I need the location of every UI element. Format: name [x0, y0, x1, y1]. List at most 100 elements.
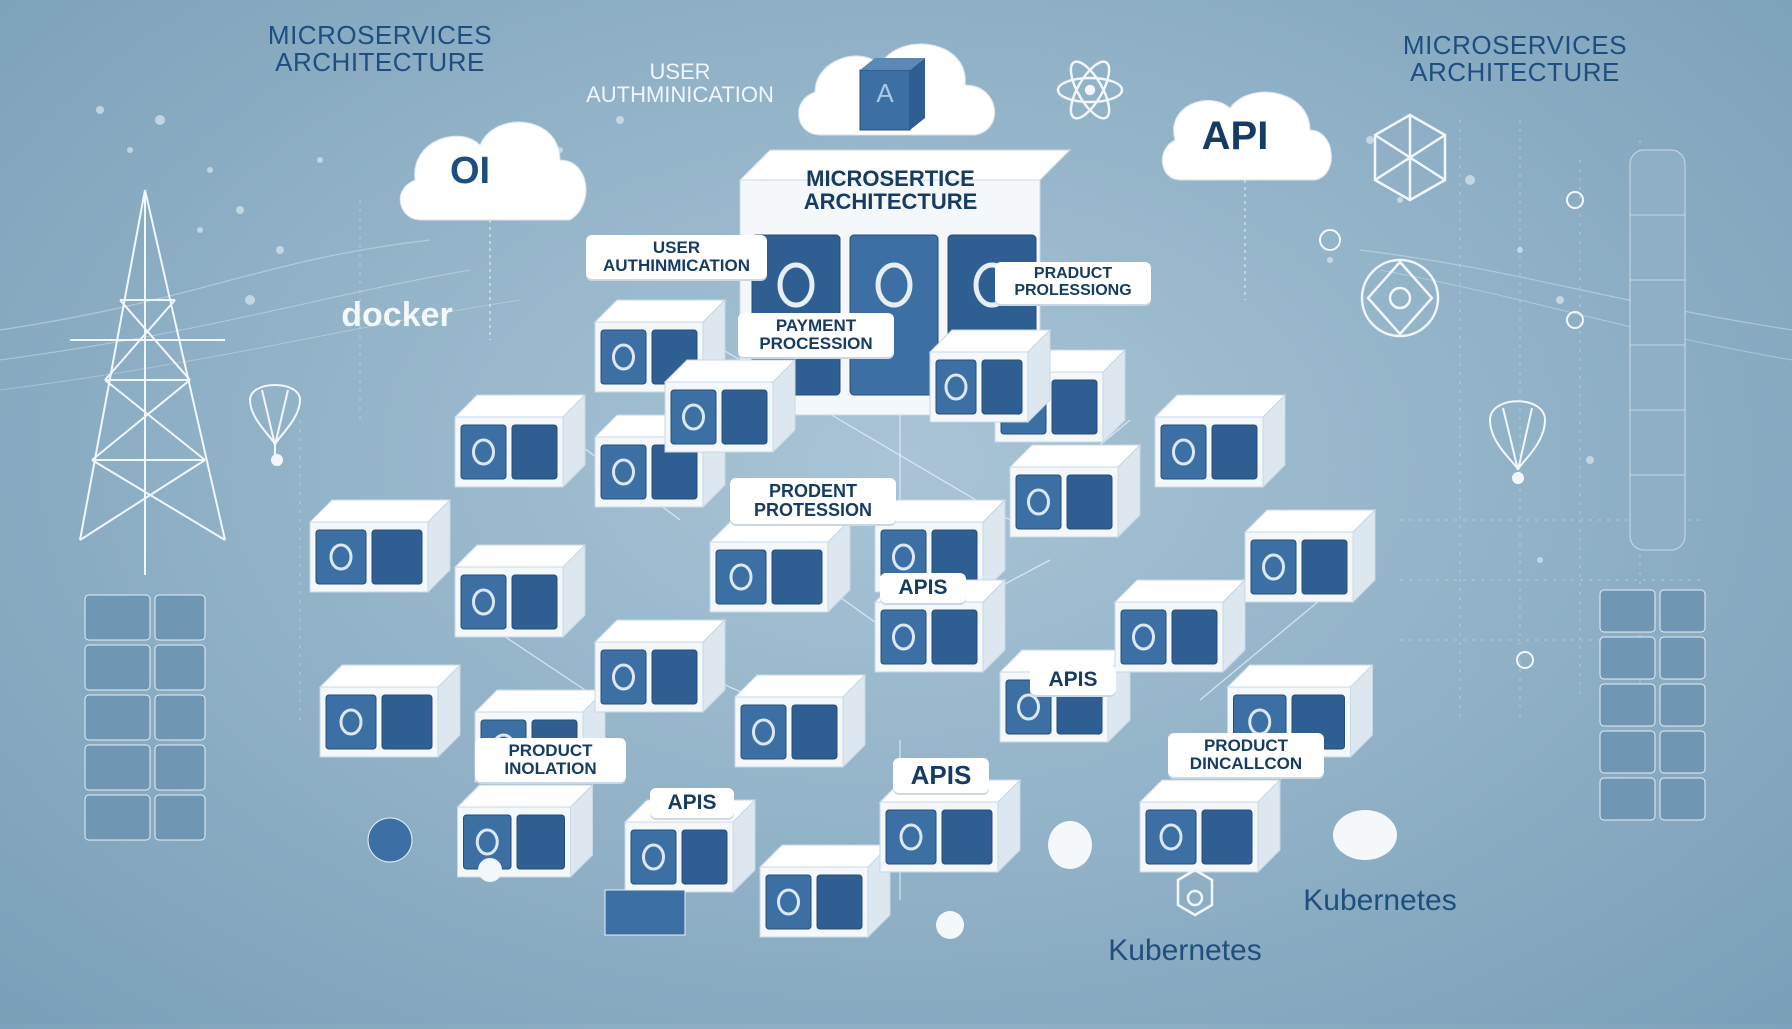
service-node-ring-icon	[1132, 623, 1155, 651]
service-node-screen	[511, 574, 558, 630]
service-node-screen	[1015, 474, 1062, 530]
service-node	[758, 843, 892, 939]
service-node-ring-icon	[1027, 488, 1050, 516]
service-node-top	[1113, 579, 1247, 603]
service-node-screen	[981, 359, 1023, 415]
service-node-screen	[1250, 539, 1297, 595]
service-node-screen	[771, 549, 823, 605]
payment-tag: PAYMENT PROCESSION	[738, 313, 894, 357]
service-node-screen	[516, 814, 565, 870]
service-node-top	[1153, 394, 1287, 418]
apis-tag-1: APIS	[880, 573, 966, 604]
service-node-screen	[935, 359, 977, 415]
left-cloud	[399, 121, 587, 340]
service-node-top	[1138, 779, 1282, 803]
service-node-screen	[791, 704, 838, 760]
service-node-screen	[600, 649, 647, 705]
kubernetes-bottom-label: Kubernetes	[1108, 934, 1262, 967]
service-node	[878, 778, 1022, 874]
service-node-screen	[1211, 424, 1258, 480]
service-node-side	[842, 673, 866, 769]
product-inolation-tag: PRODUCT INOLATION	[475, 738, 626, 782]
service-node-ring-icon	[612, 343, 635, 371]
product-processing-tag: PRADUCT PROLESSIONG	[995, 262, 1151, 304]
service-node	[708, 518, 852, 614]
service-node-ring-icon	[339, 708, 363, 736]
service-node	[318, 663, 462, 759]
top-right-heading: MICROSERVICES ARCHITECTURE	[1402, 30, 1628, 88]
service-node-side	[1352, 508, 1376, 604]
center-cloud	[798, 43, 996, 136]
service-node	[1138, 778, 1282, 874]
service-node-ring-icon	[1172, 438, 1195, 466]
service-node-top	[593, 619, 727, 643]
service-node-ring-icon	[472, 438, 495, 466]
service-node-ring-icon	[472, 588, 495, 616]
apis-tag-2: APIS	[1030, 665, 1116, 696]
service-node-side	[437, 663, 461, 759]
service-node-ring-icon	[892, 623, 915, 651]
service-node-top	[453, 544, 587, 568]
service-node-screen	[931, 609, 978, 665]
service-node-screen	[1120, 609, 1167, 665]
central-block-ring-icon	[875, 262, 913, 308]
apis-tag-4: APIS	[893, 758, 989, 794]
service-node-ring-icon	[682, 403, 705, 431]
service-node-side	[702, 618, 726, 714]
service-node-screen	[1171, 609, 1218, 665]
right-balloon-icon	[1488, 400, 1547, 484]
top-left-heading: MICROSERVICES ARCHITECTURE	[267, 20, 493, 78]
service-node-top	[663, 359, 797, 383]
service-node-top	[593, 299, 727, 323]
service-node-ring-icon	[729, 563, 753, 591]
service-node-screen	[1051, 379, 1098, 435]
service-node-ring-icon	[1262, 553, 1285, 581]
service-node-side	[1027, 328, 1051, 424]
service-node-screen	[1145, 809, 1197, 865]
service-node	[873, 578, 1007, 674]
service-node-top	[1243, 509, 1377, 533]
service-node	[453, 543, 587, 639]
cube-network-icon	[1373, 113, 1447, 202]
service-node-screen	[721, 389, 768, 445]
service-node-screen	[381, 694, 433, 750]
service-node-side	[1117, 443, 1141, 539]
service-node-side	[427, 498, 451, 594]
service-node-screen	[1066, 474, 1113, 530]
service-node-side	[997, 778, 1021, 874]
product-dincallcon-tag: PRODUCT DINCALLCON	[1168, 733, 1324, 777]
service-node-screen	[1301, 539, 1348, 595]
service-node-top	[308, 499, 452, 523]
service-node-top	[733, 674, 867, 698]
service-node-top	[1226, 664, 1374, 688]
service-node-screen	[941, 809, 993, 865]
service-node-screen	[325, 694, 377, 750]
service-node-ring-icon	[777, 888, 800, 916]
service-node	[998, 648, 1132, 744]
service-node	[453, 393, 587, 489]
service-node	[733, 673, 867, 769]
service-node-screen	[681, 829, 728, 885]
service-node	[928, 328, 1052, 424]
globe-icon	[1360, 258, 1440, 338]
service-node-screen	[315, 529, 367, 585]
service-node-ring-icon	[899, 823, 923, 851]
right-cloud-label: API	[1201, 114, 1269, 158]
service-node-ring-icon	[475, 828, 499, 856]
service-node-top	[1008, 444, 1142, 468]
kubernetes-right-label: Kubernetes	[1303, 884, 1457, 917]
transmission-tower	[70, 189, 226, 575]
service-node-top	[758, 844, 892, 868]
service-node-ring-icon	[1159, 823, 1183, 851]
service-node-side	[827, 518, 851, 614]
docker-label: docker	[341, 296, 453, 334]
service-node-top	[318, 664, 462, 688]
service-node-side	[772, 358, 796, 454]
left-balloon-icon	[248, 384, 302, 466]
service-node-screen	[816, 874, 863, 930]
connector-dots-right	[1319, 191, 1584, 669]
apis-tag-3: APIS	[650, 788, 734, 819]
user-auth-tag: USER AUTHINMICATION	[586, 235, 767, 279]
service-node-side	[1350, 663, 1373, 759]
